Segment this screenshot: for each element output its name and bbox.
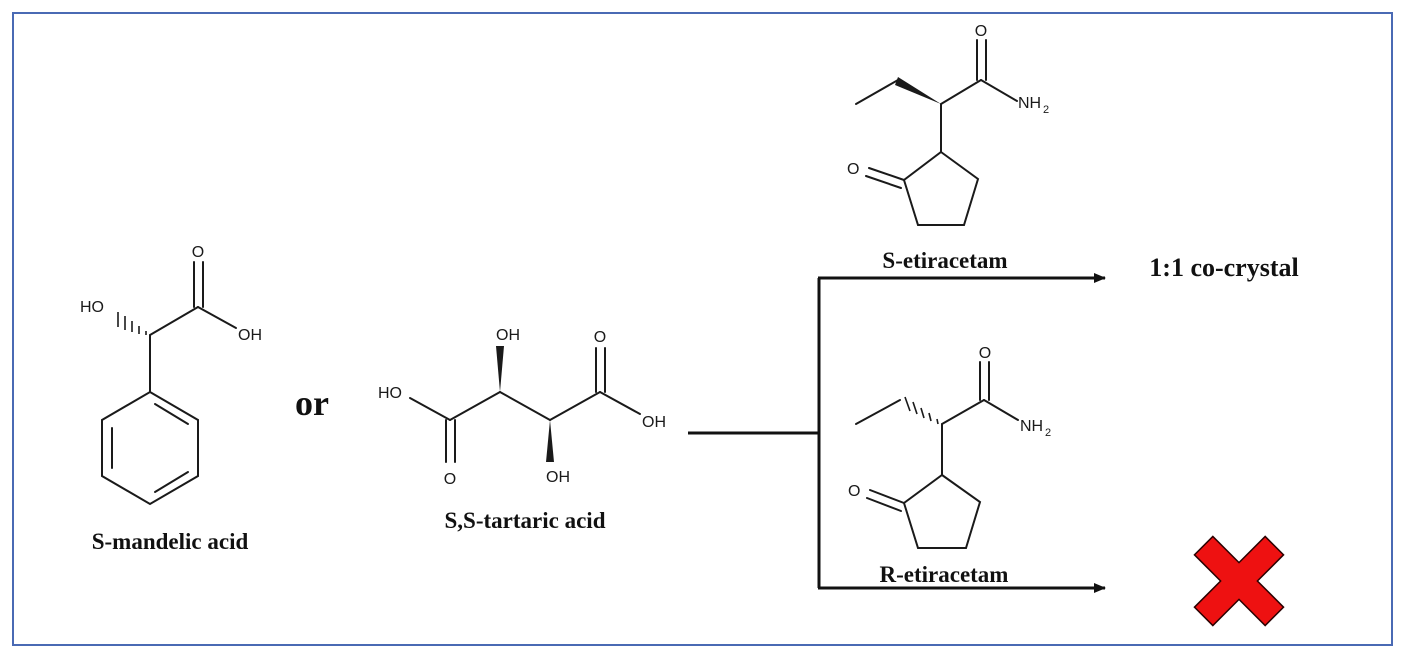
co-crystal-result: 1:1 co-crystal	[1149, 253, 1298, 282]
atom-o: O	[979, 345, 991, 362]
atom-oh: OH	[496, 327, 520, 344]
hashed-wedge-bond	[904, 396, 939, 425]
atom-nh2: NH	[1018, 95, 1041, 112]
s-mandelic-acid-structure: O OH HO	[80, 244, 262, 506]
atom-oh: OH	[546, 469, 570, 486]
s-etiracetam-label: S-etiracetam	[882, 248, 1007, 273]
wedge-bond	[895, 77, 941, 104]
atom-oh: OH	[642, 414, 666, 431]
atom-subscript: 2	[1043, 104, 1049, 116]
atom-oh: OH	[238, 327, 262, 344]
s-etiracetam-structure: O NH 2 O	[847, 23, 1049, 226]
red-cross-icon	[1193, 535, 1285, 627]
atom-nh2: NH	[1020, 418, 1043, 435]
ss-tartaric-acid-label: S,S-tartaric acid	[445, 508, 606, 533]
atom-o: O	[975, 23, 987, 40]
s-mandelic-acid-label: S-mandelic acid	[92, 529, 249, 554]
atom-ho: HO	[378, 385, 402, 402]
atom-o: O	[847, 161, 859, 178]
wedge-bond	[546, 420, 554, 462]
reaction-connector	[688, 273, 1106, 593]
hashed-wedge-bond	[117, 312, 147, 335]
r-etiracetam-label: R-etiracetam	[880, 562, 1009, 587]
or-label: or	[295, 383, 329, 423]
wedge-bond	[496, 346, 504, 392]
atom-o: O	[192, 244, 204, 261]
atom-o: O	[594, 329, 606, 346]
ss-tartaric-acid-structure: HO O OH OH O OH	[378, 327, 666, 488]
atom-o: O	[848, 483, 860, 500]
atom-o: O	[444, 471, 456, 488]
atom-subscript: 2	[1045, 427, 1051, 439]
r-etiracetam-structure: O NH 2 O	[848, 345, 1051, 549]
atom-ho: HO	[80, 299, 104, 316]
diagram-frame	[12, 12, 1393, 646]
